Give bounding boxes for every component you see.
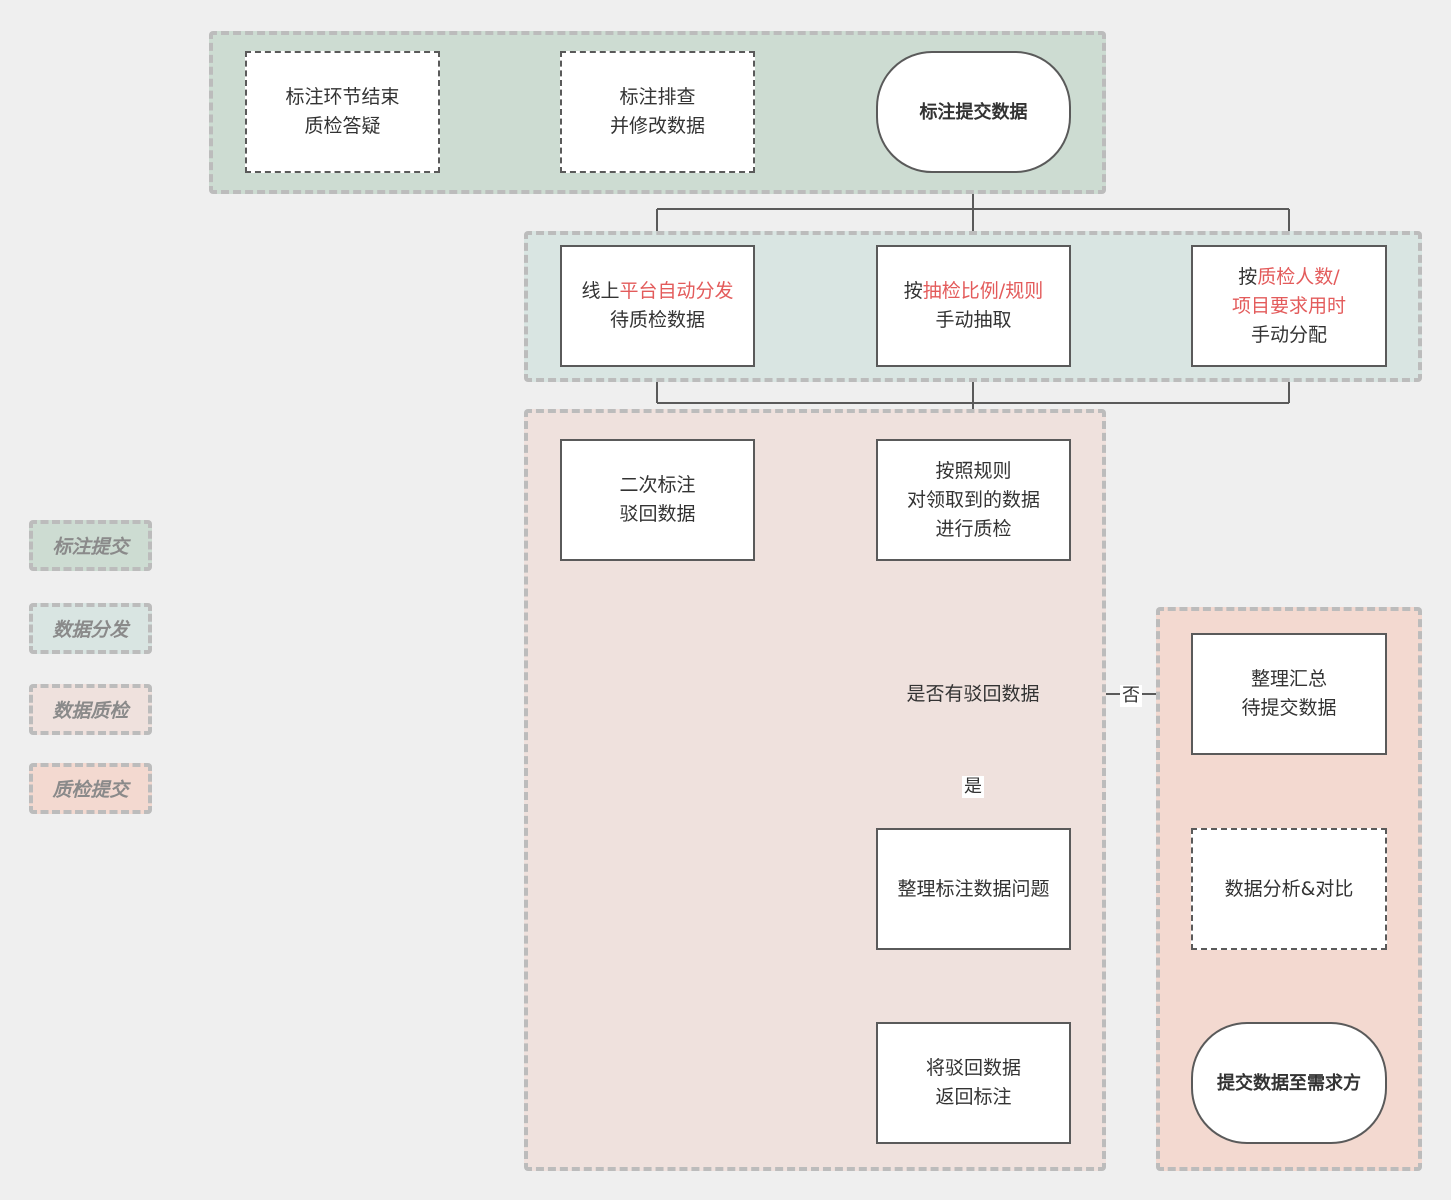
legend-qc-submit: 质检提交 (29, 763, 152, 814)
node-manual-sample-line2: 手动抽取 (935, 309, 1012, 331)
node-manual-sample-line1: 按抽检比例/规则 (904, 277, 1043, 306)
node-reannotate-line2: 驳回数据 (619, 503, 696, 525)
node-quality-check-line2: 对领取到的数据 (906, 488, 1040, 511)
node-submit-to-client[interactable]: 提交数据至需求方 (1191, 1022, 1387, 1144)
edge-label-yes: 是 (962, 776, 984, 798)
node-annotation-submit[interactable]: 标注提交数据 (876, 51, 1071, 173)
node-platform-distribute-highlight: 平台自动分发 (619, 280, 734, 302)
node-annotation-check[interactable]: 标注排查 并修改数据 (560, 51, 755, 173)
node-annotation-end-line2: 质检答疑 (304, 115, 381, 137)
edge-label-no: 否 (1120, 685, 1142, 707)
node-manual-assign-pre: 按 (1238, 265, 1258, 288)
node-platform-distribute[interactable]: 线上平台自动分发 待质检数据 (560, 245, 755, 367)
node-annotation-end-line1: 标注环节结束 (285, 86, 400, 108)
decision-label: 是否有驳回数据 (906, 683, 1040, 705)
node-summarize[interactable]: 整理汇总 待提交数据 (1191, 633, 1387, 755)
legend-data-qc: 数据质检 (29, 684, 152, 735)
node-platform-distribute-line2: 待质检数据 (609, 309, 705, 331)
node-summarize-line1: 整理汇总 (1250, 668, 1327, 690)
legend-data-distribution: 数据分发 (29, 603, 152, 654)
node-organize-issues[interactable]: 整理标注数据问题 (876, 828, 1071, 950)
node-quality-check-line1: 按照规则 (935, 459, 1012, 482)
node-manual-assign-highlight1: 质检人数/ (1257, 265, 1340, 288)
node-organize-issues-label: 整理标注数据问题 (897, 877, 1050, 900)
node-return-rejected-line2: 返回标注 (935, 1086, 1012, 1108)
node-quality-check-line3: 进行质检 (935, 517, 1012, 540)
node-annotation-end[interactable]: 标注环节结束 质检答疑 (245, 51, 440, 173)
node-return-rejected[interactable]: 将驳回数据 返回标注 (876, 1022, 1071, 1144)
node-quality-check[interactable]: 按照规则 对领取到的数据 进行质检 (876, 439, 1071, 561)
node-manual-sample[interactable]: 按抽检比例/规则 手动抽取 (876, 245, 1071, 367)
node-submit-to-client-label: 提交数据至需求方 (1217, 1072, 1361, 1094)
node-platform-distribute-line1: 线上平台自动分发 (581, 277, 733, 306)
node-annotation-check-line1: 标注排查 (619, 86, 696, 108)
node-summarize-line2: 待提交数据 (1241, 697, 1337, 719)
node-data-analysis-label: 数据分析&对比 (1224, 877, 1354, 900)
node-reannotate[interactable]: 二次标注 驳回数据 (560, 439, 755, 561)
node-return-rejected-line1: 将驳回数据 (925, 1057, 1021, 1079)
node-reannotate-line1: 二次标注 (619, 474, 696, 496)
node-manual-assign-line3: 手动分配 (1250, 323, 1327, 346)
node-annotation-check-line2: 并修改数据 (609, 115, 705, 137)
node-manual-assign-line1: 按质检人数/ (1238, 263, 1339, 292)
node-platform-distribute-pre: 线上 (581, 280, 620, 302)
node-manual-assign[interactable]: 按质检人数/ 项目要求用时 手动分配 (1191, 245, 1387, 367)
node-manual-assign-line2: 项目要求用时 (1231, 294, 1346, 317)
node-annotation-submit-label: 标注提交数据 (919, 101, 1028, 123)
node-manual-sample-highlight: 抽检比例/规则 (922, 280, 1044, 302)
legend-annotation-submit: 标注提交 (29, 520, 152, 571)
node-manual-sample-pre: 按 (903, 280, 923, 302)
node-data-analysis[interactable]: 数据分析&对比 (1191, 828, 1387, 950)
